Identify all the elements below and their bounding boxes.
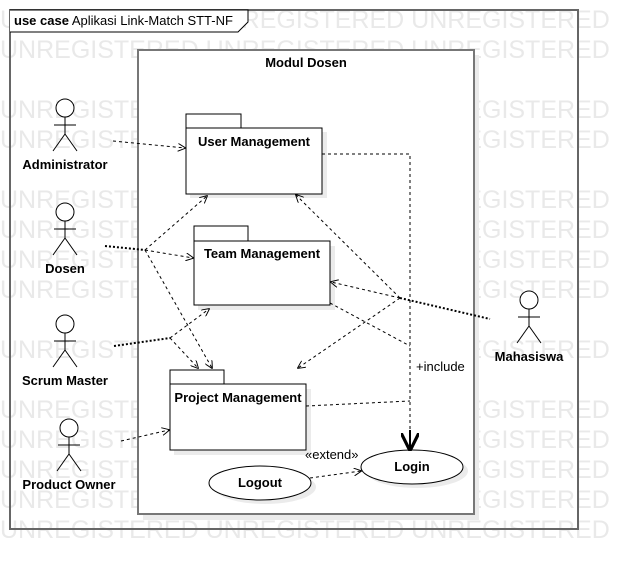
actor-scrum-master[interactable] <box>52 314 78 368</box>
assoc-dosen-project <box>144 249 212 368</box>
include-label: +include <box>416 359 465 374</box>
actor-product-owner-icon <box>59 418 79 438</box>
extend-label: «extend» <box>305 447 359 462</box>
package-team-management[interactable]: Team Management <box>193 225 335 310</box>
system-title: Modul Dosen <box>265 55 347 70</box>
use-case-login[interactable]: Login <box>360 449 468 488</box>
frame-label: use case Aplikasi Link-Match STT-NF <box>14 13 233 28</box>
actor-mahasiswa-label: Mahasiswa <box>495 349 564 364</box>
actor-administrator-label: Administrator <box>22 157 107 172</box>
assoc-scrum-team <box>169 309 209 339</box>
assoc-dosen-team <box>144 249 193 258</box>
actor-product-owner-label: Product Owner <box>22 477 115 492</box>
actor-dosen[interactable] <box>52 202 78 256</box>
actor-dosen-label: Dosen <box>45 261 85 276</box>
package-project-management[interactable]: Project Management <box>169 369 311 455</box>
include-user-login <box>322 153 410 449</box>
actor-scrum-master-icon <box>55 314 75 334</box>
assoc-scrum-project <box>169 337 198 368</box>
assoc-admin-user <box>112 140 185 148</box>
assoc-mhs-user <box>296 195 401 299</box>
relations <box>112 140 411 479</box>
actor-administrator-icon <box>55 98 75 118</box>
use-case-login-label: Login <box>394 459 429 474</box>
package-user-management[interactable]: User Management <box>185 113 327 198</box>
assoc-owner-project <box>120 430 169 442</box>
actor-product-owner[interactable] <box>56 418 82 472</box>
use-case-logout[interactable]: Logout <box>208 465 316 504</box>
actor-scrum-master-label: Scrum Master <box>22 373 108 388</box>
include-project-login <box>305 400 411 407</box>
use-case-logout-label: Logout <box>238 475 283 490</box>
assoc-dosen-user <box>144 196 207 251</box>
frame-tab <box>10 9 249 33</box>
assoc-mhs-project <box>298 297 401 368</box>
primary-connectors <box>104 245 491 449</box>
extend-logout-login <box>309 471 361 479</box>
actor-mahasiswa-icon <box>519 290 539 310</box>
package-team-label: Team Management <box>204 246 321 261</box>
package-user-label: User Management <box>198 134 311 149</box>
package-project-label: Project Management <box>174 390 302 405</box>
actor-dosen-icon <box>55 202 75 222</box>
actor-mahasiswa[interactable] <box>516 290 542 344</box>
diagram-frame <box>9 9 579 530</box>
actor-administrator[interactable] <box>52 98 78 152</box>
